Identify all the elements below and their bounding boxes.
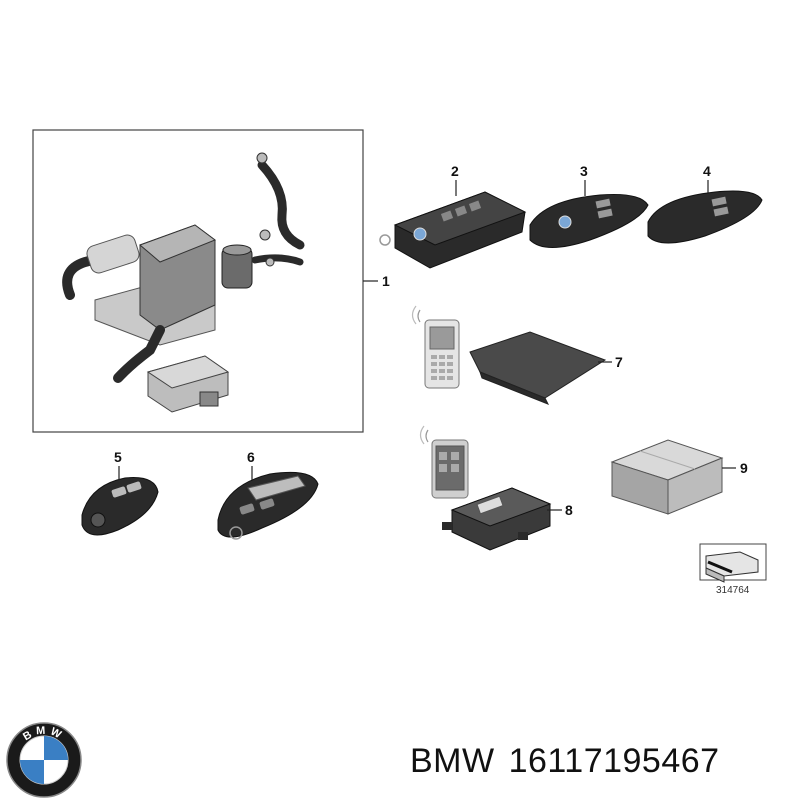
callout-3: 3 bbox=[580, 163, 588, 179]
callout-1: 1 bbox=[382, 273, 390, 289]
mobile-phone-icon bbox=[411, 305, 460, 389]
key-fob-4 bbox=[647, 190, 763, 244]
callout-2: 2 bbox=[451, 163, 459, 179]
footer-caption: BMW 16117195467 bbox=[410, 742, 720, 781]
heater-assembly bbox=[62, 152, 305, 413]
key-fob-3 bbox=[529, 194, 649, 248]
smartphone-icon bbox=[419, 425, 469, 499]
remote-control-6 bbox=[217, 471, 319, 540]
accessory-box-9 bbox=[610, 439, 724, 515]
callout-6: 6 bbox=[247, 449, 255, 465]
reference-symbol bbox=[699, 543, 767, 583]
remote-control-5 bbox=[81, 477, 159, 536]
bmw-logo: BMW bbox=[6, 722, 82, 798]
callout-9: 9 bbox=[740, 460, 748, 476]
callout-4: 4 bbox=[703, 163, 711, 179]
brand-name: BMW bbox=[410, 742, 495, 780]
control-module-8 bbox=[442, 487, 552, 551]
part-number: 16117195467 bbox=[508, 742, 720, 780]
antenna-pad-7 bbox=[469, 331, 607, 405]
callout-5: 5 bbox=[114, 449, 122, 465]
reference-number: 314764 bbox=[716, 585, 750, 596]
callout-8: 8 bbox=[565, 502, 573, 518]
key-fob-2 bbox=[379, 191, 527, 269]
callout-7: 7 bbox=[615, 354, 623, 370]
